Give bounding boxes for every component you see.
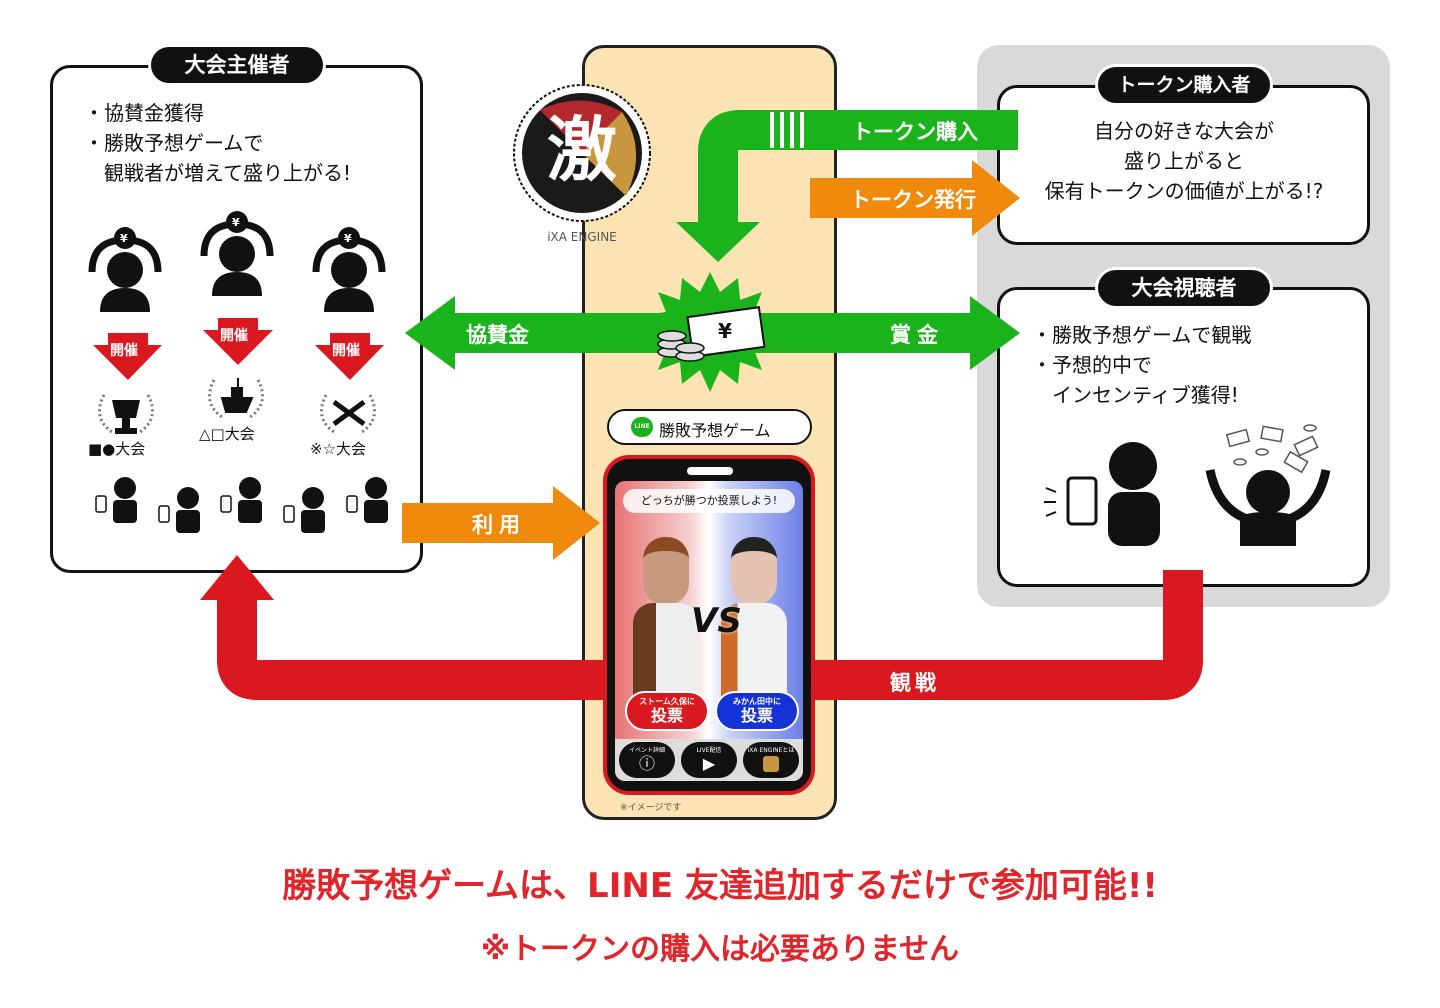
buyer-line-2: 盛り上がると xyxy=(1124,149,1244,173)
prize-label: 賞金 xyxy=(890,323,944,347)
use-arrow xyxy=(402,503,557,543)
buyer-title: トークン購入者 xyxy=(1095,64,1273,106)
vote-right-button[interactable]: みかん田中に 投票 xyxy=(715,691,799,731)
footer-line-2: ※トークンの購入は必要ありません xyxy=(480,932,960,967)
host-label-1: 開催 xyxy=(110,343,138,359)
phone-nav: イベント詳細 ⓘ LIVE配信 ▶ iXA ENGINEとは xyxy=(615,739,803,781)
nav-event-details[interactable]: イベント詳細 ⓘ xyxy=(619,742,675,778)
phone-speaker xyxy=(687,467,733,475)
host-label-2: 開催 xyxy=(220,328,248,344)
organizer-line-1: ・協賛金獲得 xyxy=(84,101,204,125)
viewer-line-3: インセンティブ獲得! xyxy=(1032,383,1239,407)
buyer-line-3: 保有トークンの価値が上がる!? xyxy=(1044,179,1324,203)
svg-text:¥: ¥ xyxy=(232,216,240,229)
token-issue-label: トークン発行 xyxy=(850,188,976,212)
nav-about[interactable]: iXA ENGINEとは xyxy=(743,742,799,778)
tournament-2: △□大会 xyxy=(199,425,255,443)
line-icon: LINE xyxy=(631,417,653,437)
image-note: ※イメージです xyxy=(620,803,682,813)
host-label-3: 開催 xyxy=(332,343,360,359)
phone-screen: どっちが勝つか投票しよう! VS ストーム久保に 投票 みかん田中に 投票 イベ… xyxy=(615,481,803,781)
smartphone-icon xyxy=(1066,476,1098,526)
nav-live[interactable]: LIVE配信 ▶ xyxy=(681,742,737,778)
phone-mockup: どっちが勝つか投票しよう! VS ストーム久保に 投票 みかん田中に 投票 イベ… xyxy=(603,455,815,795)
logo-name: iXA ENGINE xyxy=(547,230,617,244)
viewer-line-1: ・勝敗予想ゲームで観戦 xyxy=(1032,323,1252,347)
watch-arrowhead xyxy=(200,555,274,600)
guns-icon xyxy=(332,399,366,427)
footer-line-1: 勝敗予想ゲームは、LINE 友達追加するだけで参加可能!! xyxy=(282,866,1158,906)
ship-icon xyxy=(220,378,254,413)
organizer-line-3: 観戦者が増えて盛り上がる! xyxy=(84,161,352,185)
tournament-3: ※☆大会 xyxy=(310,440,367,458)
logo-mini-icon xyxy=(763,756,779,772)
vote-prompt: どっちが勝つか投票しよう! xyxy=(623,489,795,513)
prize-arrow xyxy=(750,313,975,353)
organizer-title: 大会主催者 xyxy=(148,44,326,86)
organizer-line-2: ・勝敗予想ゲームで xyxy=(84,131,264,155)
token-purchase-arrow xyxy=(698,110,1018,225)
vote-left-sub: ストーム久保に xyxy=(639,697,695,706)
vote-right-label: 投票 xyxy=(740,706,773,725)
trophy-icon xyxy=(112,400,140,434)
nav-label: iXA ENGINEとは xyxy=(747,747,795,754)
watch-label: 観戦 xyxy=(890,671,940,695)
buyer-line-1: 自分の好きな大会が xyxy=(1094,119,1274,143)
vs-label: VS xyxy=(691,601,742,641)
game-title-pill: LINE 勝敗予想ゲーム xyxy=(607,409,812,445)
token-issue-arrow xyxy=(810,178,975,218)
vote-left-label: 投票 xyxy=(650,706,683,725)
use-label: 利用 xyxy=(472,513,526,537)
player-left xyxy=(633,537,699,713)
sponsorship-arrow xyxy=(450,313,670,353)
svg-text:¥: ¥ xyxy=(120,232,128,245)
info-icon: ⓘ xyxy=(638,754,655,773)
nav-label: LIVE配信 xyxy=(696,747,722,754)
sponsorship-label: 協賛金 xyxy=(466,323,529,347)
svg-text:¥: ¥ xyxy=(718,319,732,343)
nav-label: イベント詳細 xyxy=(628,747,665,754)
play-icon: ▶ xyxy=(702,754,716,773)
token-purchase-label: トークン購入 xyxy=(852,120,978,144)
svg-text:¥: ¥ xyxy=(344,232,352,245)
viewer-line-2: ・予想的中で xyxy=(1032,353,1152,377)
game-title: 勝敗予想ゲーム xyxy=(659,421,771,440)
logo-kanji: 激 xyxy=(547,108,617,191)
vote-right-sub: みかん田中に xyxy=(733,697,781,706)
viewer-title: 大会視聴者 xyxy=(1095,267,1273,309)
buyer-box xyxy=(997,85,1370,245)
tournament-1: ■●大会 xyxy=(88,440,146,458)
vote-left-button[interactable]: ストーム久保に 投票 xyxy=(625,691,709,731)
